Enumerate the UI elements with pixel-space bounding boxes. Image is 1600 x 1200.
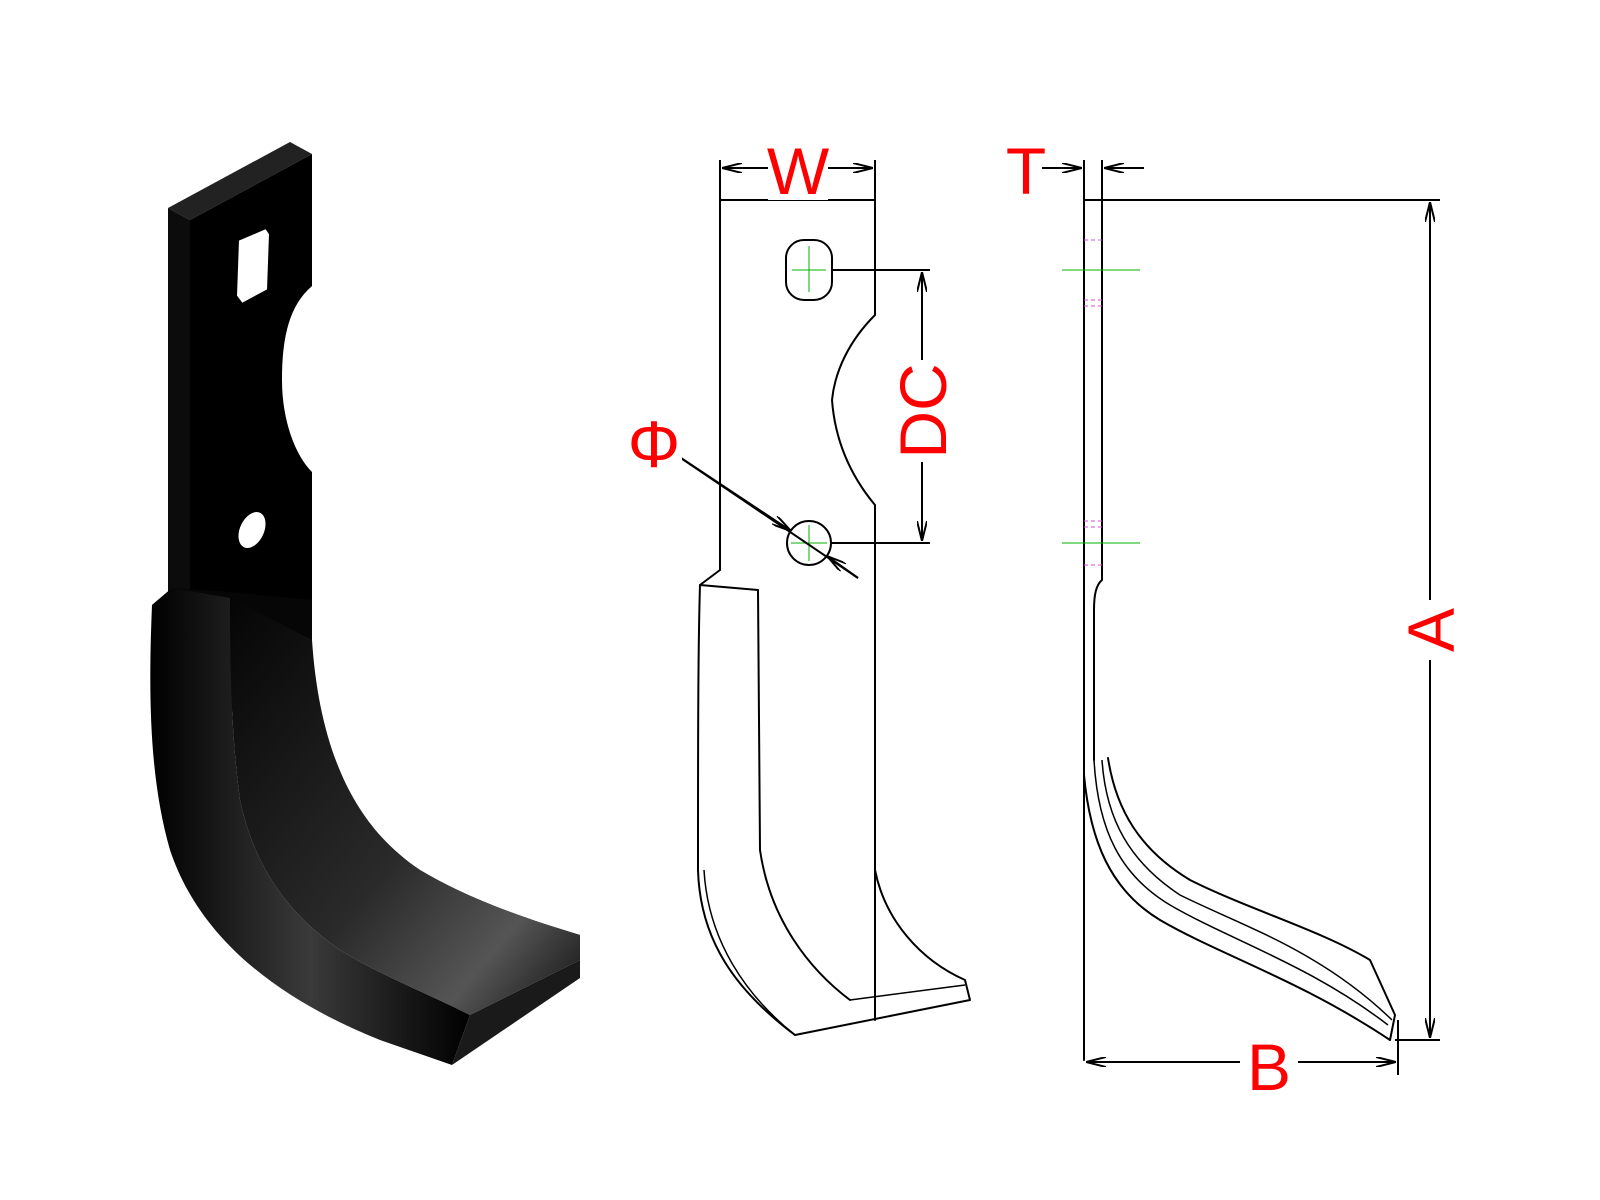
blade-3d-shank-side: [168, 208, 190, 600]
side-view-curve-inner: [1107, 757, 1396, 1041]
blade-side-view: [1042, 160, 1440, 1075]
a-label: A: [1394, 608, 1468, 652]
side-view-curve-outer: [1083, 774, 1391, 1041]
side-view-front-line: [1093, 199, 1103, 761]
front-view-tip-line: [849, 984, 966, 1001]
blade-3d-top-edge: [168, 142, 312, 220]
dc-label-bg: [895, 360, 951, 462]
phi-leader-arrow-a: [671, 451, 791, 531]
front-view-left-inner: [703, 869, 796, 1036]
blade-3d-tip: [452, 960, 580, 1065]
side-view-curve-2: [1093, 759, 1389, 1026]
side-view-curve-3: [1101, 759, 1393, 1021]
phi-label-bg: [626, 418, 682, 476]
blade-3d-shank-face: [190, 154, 312, 640]
front-view-bevel-line: [699, 584, 851, 1001]
blade-3d-back-curve: [150, 588, 471, 1065]
blade-3d-slot-hole: [234, 226, 272, 306]
w-label-bg: [768, 140, 828, 200]
blade-3d-round-hole: [236, 510, 268, 550]
b-label-bg: [1240, 1035, 1298, 1095]
front-view-right-edge: [794, 869, 971, 1036]
b-label: B: [1247, 1030, 1291, 1104]
dc-label: DC: [886, 363, 960, 458]
blade-3d-bevel: [230, 598, 580, 1015]
front-view-left-curve: [697, 569, 796, 1036]
blade-front-view: [671, 160, 971, 1036]
t-label: T: [1006, 134, 1046, 208]
w-label: W: [767, 134, 830, 208]
blade-3d-view: [150, 142, 580, 1065]
a-label-bg: [1404, 600, 1460, 660]
phi-leader-arrow-b: [827, 556, 859, 579]
front-view-shank-outline: [719, 199, 876, 1021]
phi-label: Φ: [628, 407, 681, 481]
